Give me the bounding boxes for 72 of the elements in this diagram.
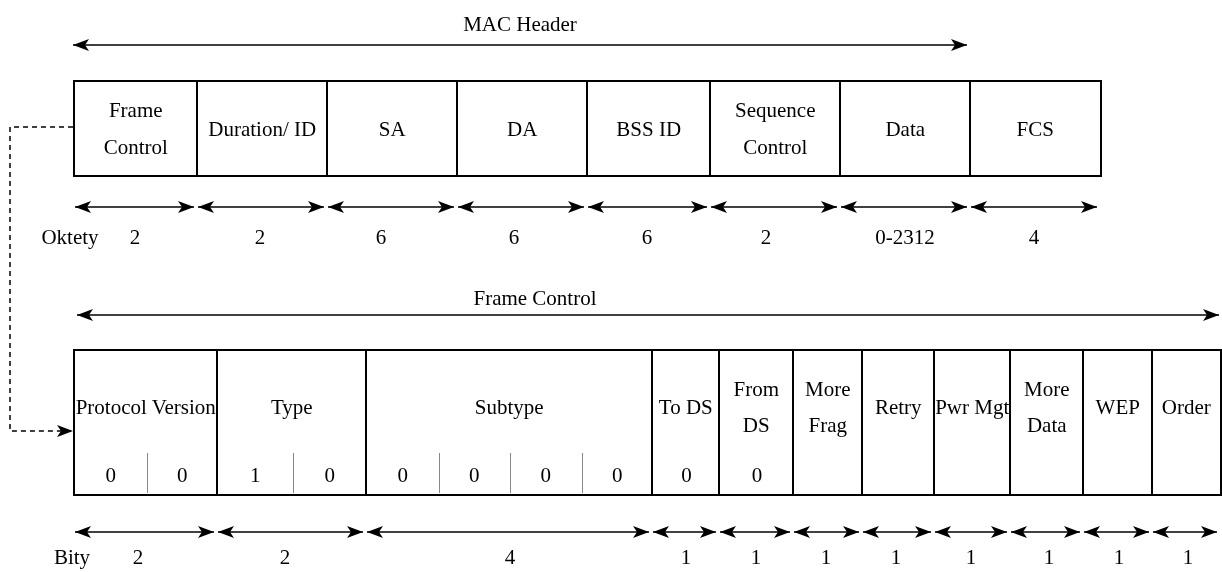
field-cell bbox=[969, 80, 1102, 177]
field-cell bbox=[365, 349, 654, 496]
size-label: 2 bbox=[760, 224, 772, 250]
bit-value: 1 bbox=[250, 462, 261, 488]
field-cell bbox=[718, 349, 795, 496]
size-label: 1 bbox=[890, 544, 902, 570]
bit-value: 0 bbox=[540, 462, 551, 488]
size-label: 1 bbox=[965, 544, 977, 570]
bit-value: 0 bbox=[681, 462, 692, 488]
field-name: Subtype bbox=[474, 394, 544, 422]
bit-value: 0 bbox=[177, 462, 188, 488]
size-label: 4 bbox=[1028, 224, 1040, 250]
field-name: FCS bbox=[1016, 115, 1054, 143]
field-name: To DS bbox=[658, 394, 713, 422]
field-cell bbox=[216, 349, 368, 496]
caption-label: Bity bbox=[53, 544, 91, 570]
field-cell bbox=[709, 80, 842, 177]
field-name: From DS bbox=[732, 376, 780, 439]
field-name: SA bbox=[378, 115, 406, 143]
caption-label: Oktety bbox=[41, 224, 99, 250]
bit-value: 0 bbox=[469, 462, 480, 488]
bit-value: 0 bbox=[324, 462, 335, 488]
size-label: 1 bbox=[1043, 544, 1055, 570]
size-label: 1 bbox=[750, 544, 762, 570]
caption-label: MAC Header bbox=[463, 11, 577, 37]
field-name: WEP bbox=[1095, 394, 1140, 422]
field-name: Pwr Mgt bbox=[935, 394, 1010, 422]
field-cell bbox=[73, 349, 219, 496]
size-label: 6 bbox=[508, 224, 520, 250]
field-name: BSS ID bbox=[616, 115, 682, 143]
bit-value: 0 bbox=[751, 462, 763, 488]
size-label: 2 bbox=[132, 544, 144, 570]
field-name: Type bbox=[270, 394, 313, 422]
connector-arrow bbox=[9, 126, 74, 438]
field-cell bbox=[933, 349, 1012, 496]
field-name: More Data bbox=[1023, 376, 1071, 439]
field-cell bbox=[1009, 349, 1085, 496]
field-name: Protocol Version bbox=[75, 394, 216, 422]
field-cell bbox=[326, 80, 459, 177]
bit-value: 0 bbox=[105, 462, 116, 488]
field-name: More Frag bbox=[804, 376, 852, 439]
field-name: DA bbox=[507, 115, 538, 143]
field-cell bbox=[1151, 349, 1222, 496]
size-label: 1 bbox=[820, 544, 832, 570]
size-label: 0-2312 bbox=[875, 224, 935, 250]
field-name: Sequence Control bbox=[734, 97, 817, 161]
field-cell bbox=[73, 80, 199, 177]
bit-value: 0 bbox=[612, 462, 623, 488]
size-label: 2 bbox=[129, 224, 141, 250]
bit-value: 0 bbox=[397, 462, 408, 488]
field-cell bbox=[456, 80, 589, 177]
field-name: Duration/ ID bbox=[208, 115, 317, 143]
field-cell bbox=[1082, 349, 1154, 496]
field-cell bbox=[196, 80, 329, 177]
caption-label: Frame Control bbox=[473, 285, 597, 311]
field-cell bbox=[839, 80, 972, 177]
field-cell bbox=[861, 349, 936, 496]
field-name: Retry bbox=[874, 394, 922, 422]
size-label: 1 bbox=[1113, 544, 1125, 570]
field-name: Order bbox=[1161, 394, 1211, 422]
field-name: Frame Control bbox=[102, 97, 169, 161]
field-cell bbox=[586, 80, 712, 177]
field-cell bbox=[651, 349, 721, 496]
field-name: Data bbox=[885, 115, 926, 143]
size-label: 2 bbox=[254, 224, 266, 250]
field-cell bbox=[792, 349, 864, 496]
size-label: 4 bbox=[504, 544, 516, 570]
size-label: 1 bbox=[680, 544, 692, 570]
size-label: 6 bbox=[375, 224, 387, 250]
size-label: 6 bbox=[641, 224, 653, 250]
size-label: 1 bbox=[1182, 544, 1194, 570]
size-label: 2 bbox=[279, 544, 291, 570]
